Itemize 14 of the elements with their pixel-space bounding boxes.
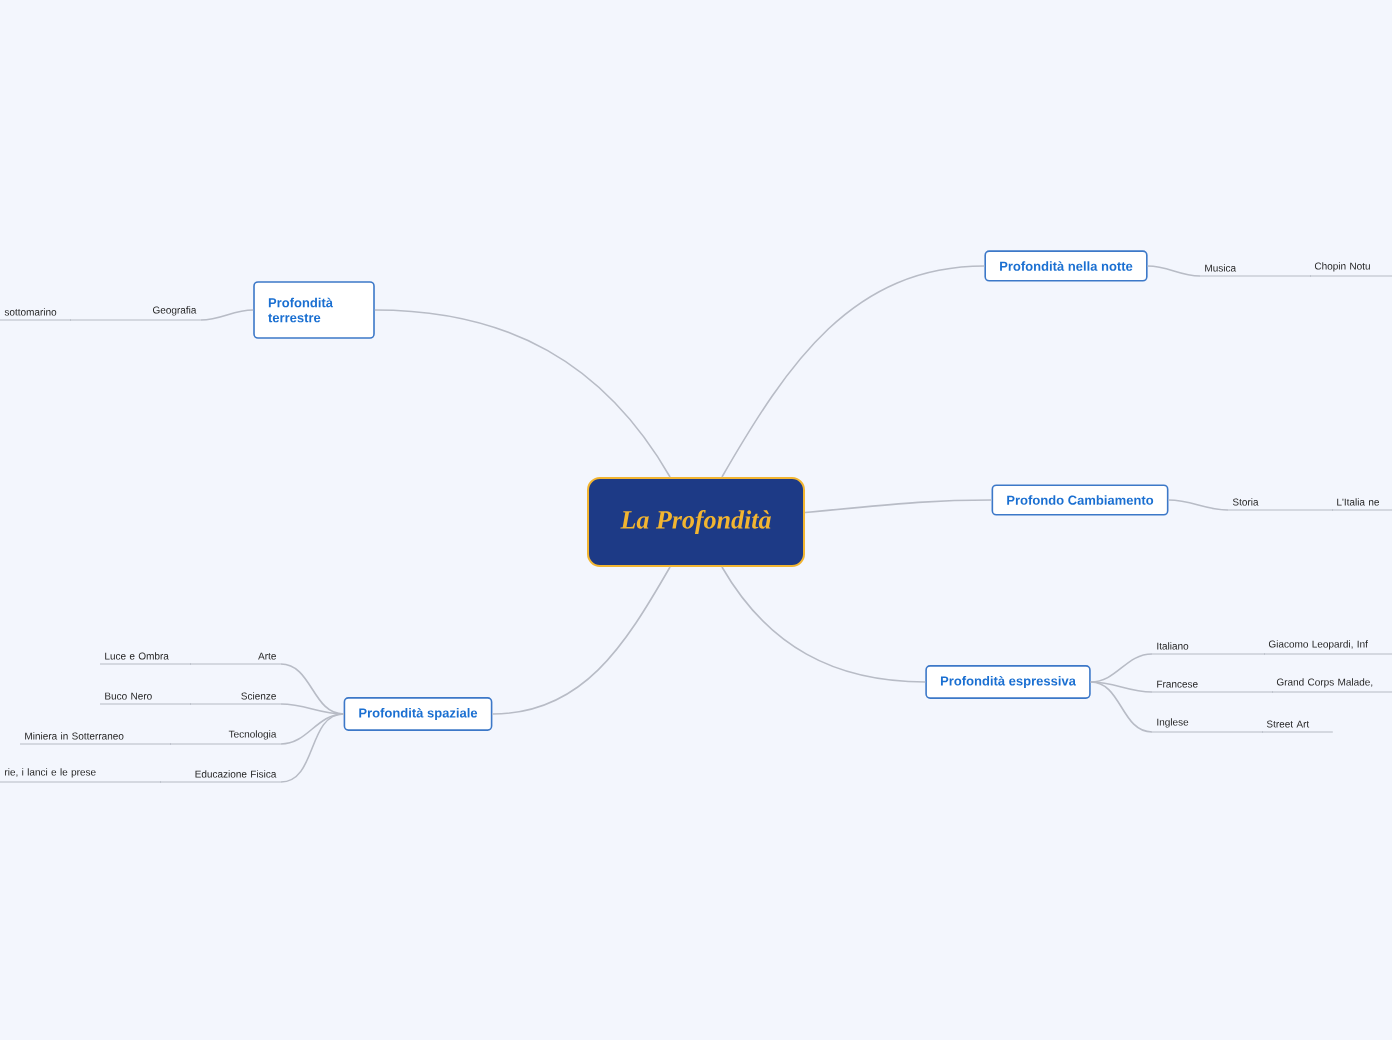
branch-line [1089, 681, 1153, 693]
branch-line [1167, 499, 1229, 511]
branch-line [1089, 681, 1153, 733]
branch-line [721, 566, 927, 683]
branch-line [374, 309, 671, 478]
branch-line [280, 713, 345, 745]
branch-line [280, 703, 345, 715]
branch-line [804, 499, 993, 514]
branch-line [721, 265, 986, 478]
branch-line [491, 566, 671, 715]
branch-line [1146, 265, 1201, 277]
branch-line [200, 309, 254, 321]
branch-line [280, 713, 345, 783]
central-topic: La Profondità [587, 477, 805, 567]
